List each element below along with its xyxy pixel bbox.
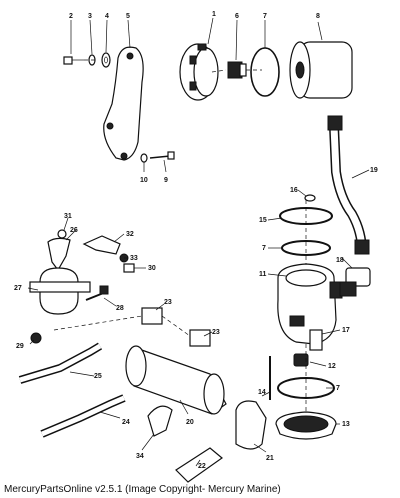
callout-4: 4 [105, 13, 109, 20]
part-23-fitting-right [189, 329, 211, 347]
part-18-elbow-fitting [339, 267, 371, 297]
callout-7-middle: 7 [262, 245, 266, 252]
callout-23-right: 23 [212, 329, 220, 336]
callout-14: 14 [258, 389, 266, 396]
part-4-washer [101, 52, 111, 68]
callout-19: 19 [370, 167, 378, 174]
part-24-hose-fitting [40, 394, 126, 438]
callout-20: 20 [186, 419, 194, 426]
part-13-filter-cap [275, 411, 337, 440]
callout-33: 33 [130, 255, 138, 262]
part-9-screw [149, 151, 175, 160]
callout-26: 26 [70, 227, 78, 234]
callout-9: 9 [164, 177, 168, 184]
image-caption: MercuryPartsOnline v2.5.1 (Image Copyrig… [4, 484, 281, 495]
part-1-filter-adapter [179, 43, 219, 101]
part-32-clamp [82, 235, 121, 255]
part-22-pipe-nipple [175, 447, 223, 483]
callout-34: 34 [136, 453, 144, 460]
part-2-bolt [63, 56, 84, 65]
callout-7-upper: 7 [263, 13, 267, 20]
callout-17: 17 [342, 327, 350, 334]
callout-15: 15 [259, 217, 267, 224]
callout-22: 22 [198, 463, 206, 470]
part-10-washer [140, 153, 148, 163]
part-25-hose-fitting [18, 342, 103, 384]
assembly-lines [53, 59, 307, 412]
callout-11: 11 [259, 271, 267, 278]
callout-12: 12 [328, 363, 336, 370]
callout-27: 27 [14, 285, 22, 292]
part-34-clamp-half [147, 405, 173, 437]
callout-31: 31 [64, 213, 72, 220]
part-28-bolt [85, 285, 109, 301]
part-7-o-ring-upper [250, 47, 280, 97]
callout-21: 21 [266, 455, 274, 462]
leader-lines [27, 17, 370, 467]
callout-24: 24 [122, 419, 130, 426]
callout-7-lower: 7 [336, 385, 340, 392]
part-27-clamp-pair [29, 267, 91, 315]
part-6-adapter-fitting [227, 61, 247, 79]
callout-1: 1 [212, 11, 216, 18]
part-31-washer [57, 229, 67, 239]
callout-23-left: 23 [164, 299, 172, 306]
part-30-screw [123, 263, 135, 273]
callout-16: 16 [290, 187, 298, 194]
callout-8: 8 [316, 13, 320, 20]
callout-29: 29 [16, 343, 24, 350]
callout-32: 32 [126, 231, 134, 238]
callout-30: 30 [148, 265, 156, 272]
part-17-drain-fitting [309, 329, 323, 351]
part-16-plug [304, 194, 316, 202]
part-12-plug [293, 353, 309, 367]
part-8-oil-filter [289, 41, 353, 99]
callouts: 2 3 4 5 1 6 7 8 19 16 15 7 11 18 17 12 7… [14, 11, 378, 470]
callout-18: 18 [336, 257, 344, 264]
part-23-fitting-left [141, 307, 163, 325]
callout-5: 5 [126, 13, 130, 20]
callout-13: 13 [342, 421, 350, 428]
callout-10: 10 [140, 177, 148, 184]
part-11-filter-housing [277, 263, 343, 345]
callout-2: 2 [69, 13, 73, 20]
callout-25: 25 [94, 373, 102, 380]
callout-6: 6 [235, 13, 239, 20]
part-21-elbow [235, 400, 267, 450]
callout-3: 3 [88, 13, 92, 20]
part-5-oil-filter-bracket [103, 46, 144, 161]
part-19-oil-hose [327, 115, 370, 255]
callout-28: 28 [116, 305, 124, 312]
part-26-bracket [47, 237, 71, 272]
part-20-oil-cooler [125, 345, 227, 415]
